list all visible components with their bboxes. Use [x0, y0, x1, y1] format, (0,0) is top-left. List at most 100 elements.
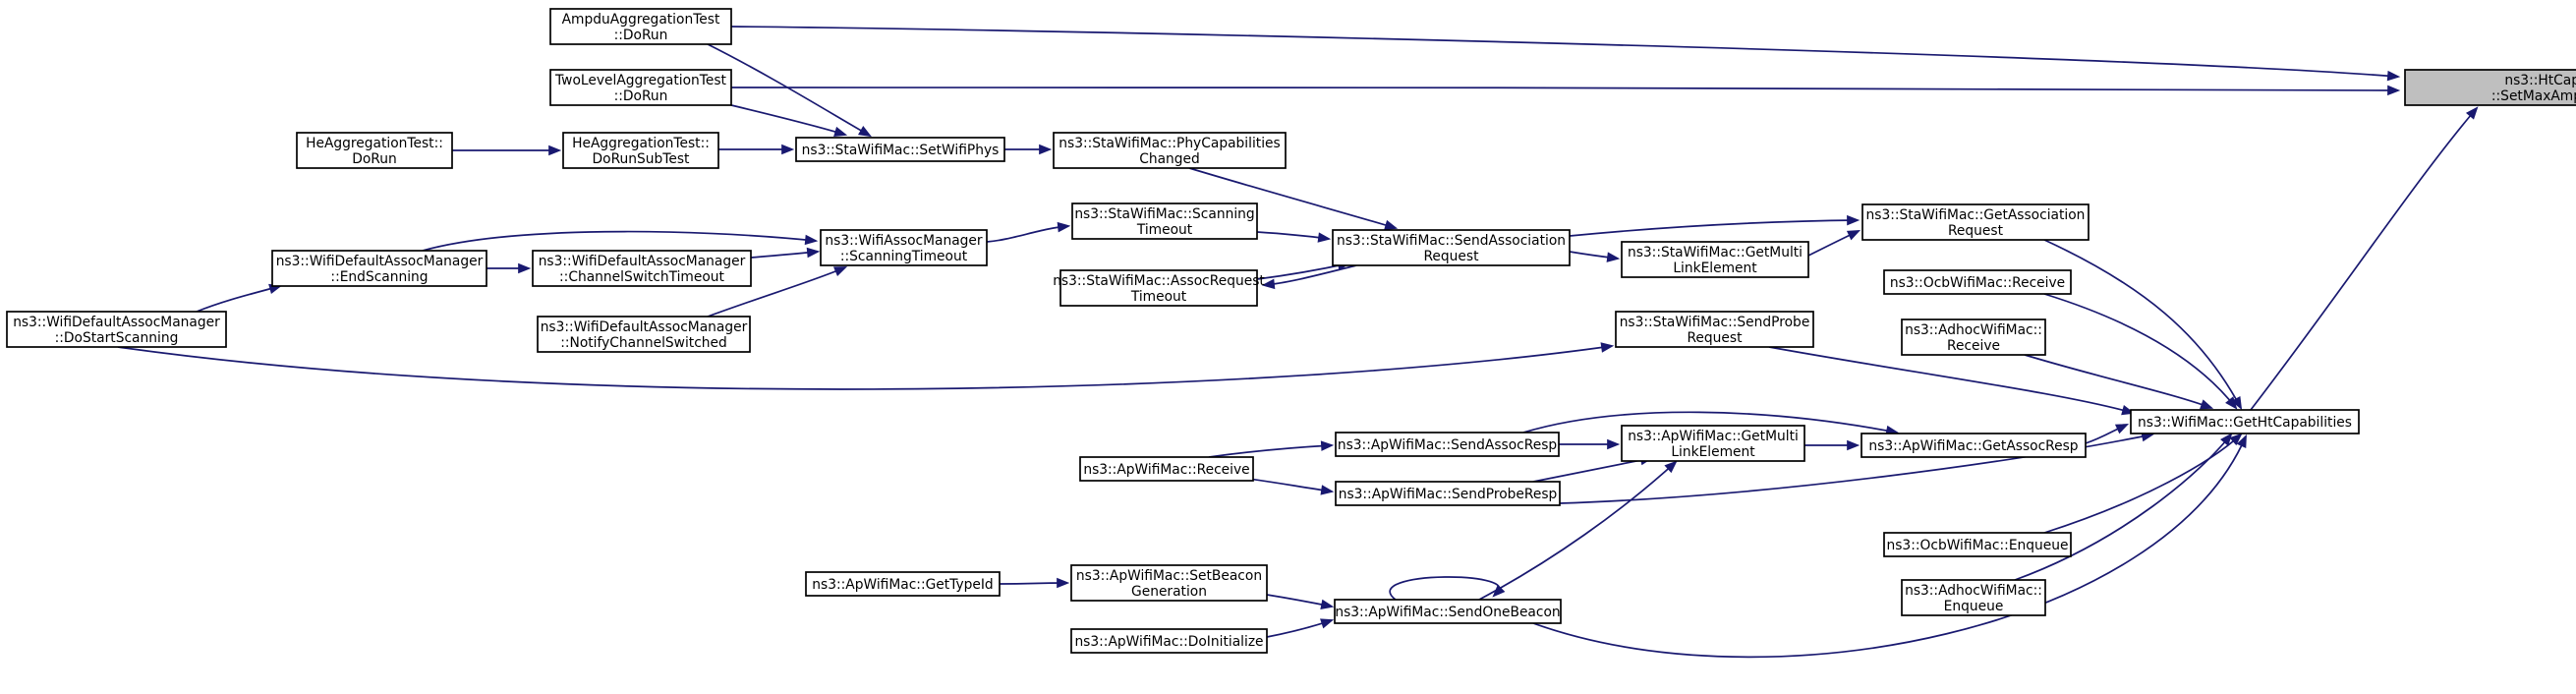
arrowhead-scantimeout_mgr-to-scantimeout_sta [1057, 221, 1071, 233]
arrowhead-getht-to-root [2465, 106, 2479, 120]
arrowhead-scantimeout_sta-to-sendassocreq [1317, 232, 1332, 243]
node-ap_sendproberesp[interactable]: ns3::ApWifiMac::SendProbeResp [1335, 481, 1561, 506]
node-scantimeout_sta[interactable]: ns3::StaWifiMac::ScanningTimeout [1071, 202, 1258, 240]
arrowhead-ap_getmulti-to-ap_getassocresp [1847, 439, 1860, 451]
node-dostartscan[interactable]: ns3::WifiDefaultAssocManager::DoStartSca… [6, 311, 227, 348]
node-box [1070, 628, 1268, 654]
node-ocb_receive[interactable]: ns3::OcbWifiMac::Receive [1883, 269, 2072, 295]
node-box [1335, 481, 1561, 506]
arrowhead-heagg_sub-to-setwifiphys [781, 144, 795, 155]
edge-twolevel-to-root [730, 87, 2399, 91]
node-label: Request [1948, 223, 2004, 239]
arrowhead-phycap-to-sendassocreq [1384, 219, 1399, 230]
edge-adhoc_receive-to-getht [2024, 354, 2212, 409]
node-ap_sendbeacon[interactable]: ns3::ApWifiMac::SendOneBeacon [1334, 599, 1562, 624]
node-twolevel[interactable]: TwoLevelAggregationTest::DoRun [549, 69, 732, 106]
node-getht[interactable]: ns3::WifiMac::GetHtCapabilities [2130, 409, 2360, 434]
node-heagg_run[interactable]: HeAggregationTest::DoRun [296, 132, 453, 169]
node-label: Receive [1947, 338, 2000, 354]
node-label: ns3::WifiDefaultAssocManager [13, 315, 220, 330]
node-label: ns3::ApWifiMac::SendOneBeacon [1335, 605, 1560, 620]
node-label: ns3::WifiMac::GetHtCapabilities [2138, 415, 2352, 431]
edge-ap_sendbeacon-to-ap_sendbeacon [1389, 576, 1501, 601]
edge-twolevel-to-setwifiphys [730, 104, 846, 136]
node-label: ::SetMaxAmpduLength [2491, 88, 2576, 104]
node-ampdu[interactable]: AmpduAggregationTest::DoRun [549, 8, 732, 45]
node-label: ns3::StaWifiMac::GetAssociation [1866, 207, 2086, 223]
node-box [1071, 202, 1258, 240]
arrowhead-ampdu-to-root [2386, 70, 2401, 82]
node-label: ::ChannelSwitchTimeout [559, 269, 725, 285]
node-box [1332, 229, 1571, 266]
node-label: ns3::HtCapabilities [2504, 73, 2576, 88]
node-label: ns3::StaWifiMac::PhyCapabilities [1059, 136, 1280, 151]
node-setwifiphys[interactable]: ns3::StaWifiMac::SetWifiPhys [795, 137, 1005, 162]
node-scantimeout_mgr[interactable]: ns3::WifiAssocManager::ScanningTimeout [820, 229, 988, 266]
node-box [532, 250, 752, 287]
arrowhead-dostartscan-to-sendprobereq [1600, 342, 1615, 353]
node-label: Request [1423, 249, 1479, 264]
node-label: ns3::ApWifiMac::Receive [1083, 462, 1249, 478]
node-label: ns3::StaWifiMac::SendProbe [1620, 315, 1810, 330]
node-label: ns3::StaWifiMac::SendAssociation [1337, 233, 1566, 249]
node-label: ::NotifyChannelSwitched [560, 335, 727, 351]
node-adhoc_receive[interactable]: ns3::AdhocWifiMac::Receive [1901, 318, 2046, 356]
node-label: ns3::WifiDefaultAssocManager [276, 254, 484, 269]
node-label: Enqueue [1944, 599, 2004, 614]
node-label: ::DoRun [614, 88, 668, 104]
edge-adhoc_enqueue-to-getht [2014, 434, 2232, 581]
node-ap_doinit[interactable]: ns3::ApWifiMac::DoInitialize [1070, 628, 1268, 654]
node-label: ns3::ApWifiMac::SetBeacon [1076, 568, 1262, 584]
node-box [271, 250, 487, 287]
node-label: HeAggregationTest:: [306, 136, 443, 151]
node-label: ns3::StaWifiMac::GetMulti [1628, 245, 1803, 260]
node-label: ns3::ApWifiMac::SendProbeResp [1339, 487, 1558, 502]
node-heagg_sub[interactable]: HeAggregationTest::DoRunSubTest [562, 132, 719, 169]
node-label: ns3::StaWifiMac::AssocRequest [1053, 273, 1265, 289]
node-box [296, 132, 453, 169]
arrowhead-sendassocreq-to-sta_getmulti [1606, 252, 1621, 262]
node-label: ::DoRun [614, 28, 668, 43]
node-box [1079, 456, 1254, 482]
arrowhead-notifych-to-scantimeout_mgr [832, 266, 848, 277]
node-box [1053, 132, 1287, 169]
arrowhead-ap_gettypeid-to-ap_setbeacon [1057, 577, 1070, 589]
node-box [1901, 579, 2046, 616]
edge-sendassocreq-to-assocreqtimeout [1263, 264, 1357, 286]
node-label: ns3::AdhocWifiMac:: [1905, 322, 2042, 338]
node-box [805, 571, 1001, 597]
node-label: Request [1687, 330, 1743, 346]
arrowhead-chswitch-to-scantimeout_mgr [806, 247, 821, 259]
node-ap_sendassocresp[interactable]: ns3::ApWifiMac::SendAssocResp [1335, 432, 1560, 457]
node-box [1615, 311, 1814, 348]
edge-ampdu-to-setwifiphys [707, 43, 871, 137]
edge-sendassocreq-to-getassocreq [1569, 219, 1859, 237]
node-ap_receive[interactable]: ns3::ApWifiMac::Receive [1079, 456, 1254, 482]
node-endscan[interactable]: ns3::WifiDefaultAssocManager::EndScannin… [271, 250, 487, 287]
node-adhoc_enqueue[interactable]: ns3::AdhocWifiMac::Enqueue [1901, 579, 2046, 616]
edge-ap_sendbeacon-to-ap_getmulti [1478, 461, 1677, 601]
node-ap_gettypeid[interactable]: ns3::ApWifiMac::GetTypeId [805, 571, 1001, 597]
node-label: Changed [1139, 151, 1200, 167]
node-box [1335, 432, 1560, 457]
arrowhead-ocb_enqueue-to-getht [2229, 433, 2243, 446]
arrowhead-ap_doinit-to-ap_sendbeacon [1320, 618, 1335, 629]
node-root[interactable]: ns3::HtCapabilities::SetMaxAmpduLength [2404, 69, 2576, 106]
arrowhead-endscan-to-scantimeout_mgr [804, 234, 819, 246]
edge-endscan-to-scantimeout_mgr [422, 230, 817, 252]
node-chswitch[interactable]: ns3::WifiDefaultAssocManager::ChannelSwi… [532, 250, 752, 287]
node-ap_getassocresp[interactable]: ns3::ApWifiMac::GetAssocResp [1860, 433, 2087, 458]
node-label: ns3::OcbWifiMac::Receive [1890, 275, 2065, 291]
edge-getassocreq-to-getht [2043, 239, 2242, 409]
node-box [1901, 318, 2046, 356]
node-ocb_enqueue[interactable]: ns3::OcbWifiMac::Enqueue [1883, 532, 2072, 557]
node-notifych[interactable]: ns3::WifiDefaultAssocManager::NotifyChan… [537, 316, 751, 353]
